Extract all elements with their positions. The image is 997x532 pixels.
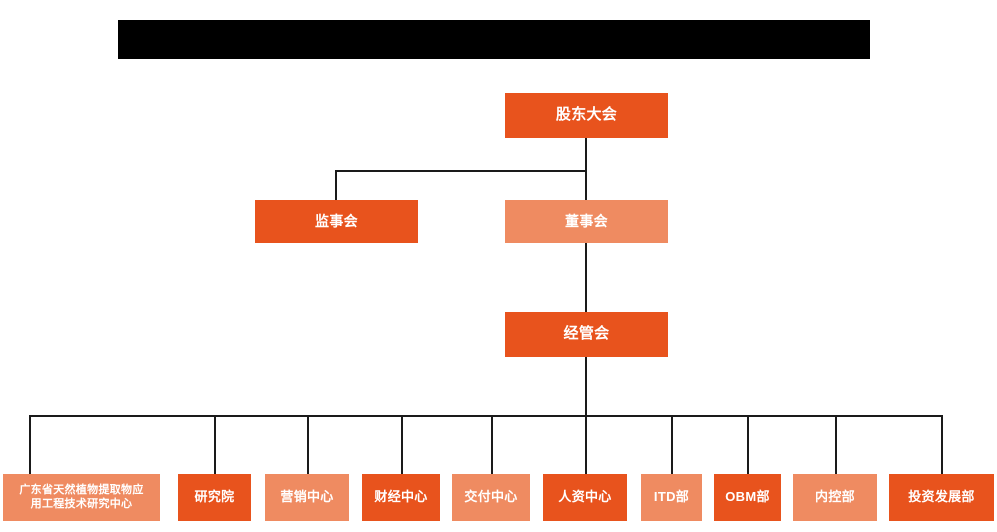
node-finance-center[interactable]: 财经中心	[362, 474, 440, 521]
connector-shareholders-down	[585, 138, 587, 171]
node-internal-control-department[interactable]: 内控部	[793, 474, 877, 521]
node-board-of-supervisors-label: 监事会	[315, 212, 358, 229]
node-guangdong-research-center[interactable]: 广东省天然植物提取物应 用工程技术研究中心	[3, 474, 160, 521]
node-research-institute-label: 研究院	[194, 489, 235, 505]
connector-drop-investment-development-department	[941, 415, 943, 474]
connector-to-directors	[585, 170, 587, 201]
node-management-committee-label: 经管会	[563, 325, 610, 343]
connector-drop-internal-control-department	[835, 415, 837, 474]
connector-split-horizontal	[335, 170, 586, 172]
connector-drop-research-institute	[214, 415, 216, 474]
node-management-committee[interactable]: 经管会	[505, 312, 668, 357]
connector-drop-itd-department	[671, 415, 673, 474]
node-board-of-directors[interactable]: 董事会	[505, 200, 668, 243]
node-research-institute[interactable]: 研究院	[178, 474, 251, 521]
node-board-of-supervisors[interactable]: 监事会	[255, 200, 418, 243]
node-shareholders-meeting[interactable]: 股东大会	[505, 93, 668, 138]
node-guangdong-research-center-label: 广东省天然植物提取物应 用工程技术研究中心	[19, 483, 144, 510]
connector-drop-guangdong-research-center	[29, 415, 31, 474]
connector-department-bus	[29, 415, 942, 417]
redacted-title-bar	[118, 20, 870, 59]
node-delivery-center-label: 交付中心	[464, 489, 518, 505]
node-marketing-center-label: 营销中心	[280, 489, 334, 505]
node-marketing-center[interactable]: 营销中心	[265, 474, 349, 521]
connector-directors-to-management	[585, 243, 587, 313]
node-delivery-center[interactable]: 交付中心	[452, 474, 530, 521]
node-obm-department[interactable]: OBM部	[714, 474, 781, 521]
connector-management-to-bus	[585, 357, 587, 416]
connector-drop-delivery-center	[491, 415, 493, 474]
node-shareholders-meeting-label: 股东大会	[555, 106, 618, 124]
connector-drop-obm-department	[747, 415, 749, 474]
connector-drop-hr-center	[585, 415, 587, 474]
node-board-of-directors-label: 董事会	[565, 212, 608, 229]
node-itd-department[interactable]: ITD部	[641, 474, 702, 521]
connector-to-supervisors	[335, 170, 337, 201]
node-itd-department-label: ITD部	[653, 489, 690, 505]
node-investment-development-department[interactable]: 投资发展部	[889, 474, 994, 521]
node-finance-center-label: 财经中心	[374, 489, 428, 505]
node-hr-center[interactable]: 人资中心	[543, 474, 627, 521]
node-investment-development-department-label: 投资发展部	[908, 489, 975, 505]
node-obm-department-label: OBM部	[725, 489, 770, 505]
connector-drop-finance-center	[401, 415, 403, 474]
node-hr-center-label: 人资中心	[558, 489, 612, 505]
node-internal-control-department-label: 内控部	[815, 489, 855, 505]
connector-drop-marketing-center	[307, 415, 309, 474]
